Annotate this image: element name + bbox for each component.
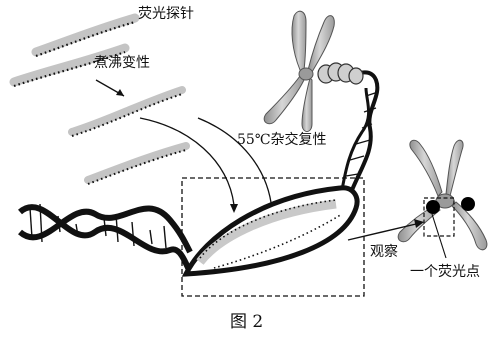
chromatin-coil (318, 63, 363, 84)
fluorescent-spot-2 (461, 197, 475, 211)
figure-caption: 图 2 (230, 312, 263, 332)
hybridization-loop (186, 188, 357, 274)
dna-double-helix (20, 204, 190, 272)
label-fluorescent-spot: 一个荧光点 (410, 264, 480, 280)
chromosome-observed (398, 140, 487, 250)
label-anneal-55c: 55℃杂交复性 (237, 132, 326, 148)
fluorescent-spot-1 (426, 200, 440, 214)
label-observe: 观察 (370, 244, 398, 260)
denatured-strand-2 (88, 146, 186, 184)
label-fluorescent-probe: 荧光探针 (138, 6, 194, 22)
denatured-strand-1 (72, 90, 182, 136)
label-boil-denature: 煮沸变性 (94, 55, 150, 71)
boil-arrow (96, 80, 124, 96)
dna-upper-helix (342, 72, 378, 190)
